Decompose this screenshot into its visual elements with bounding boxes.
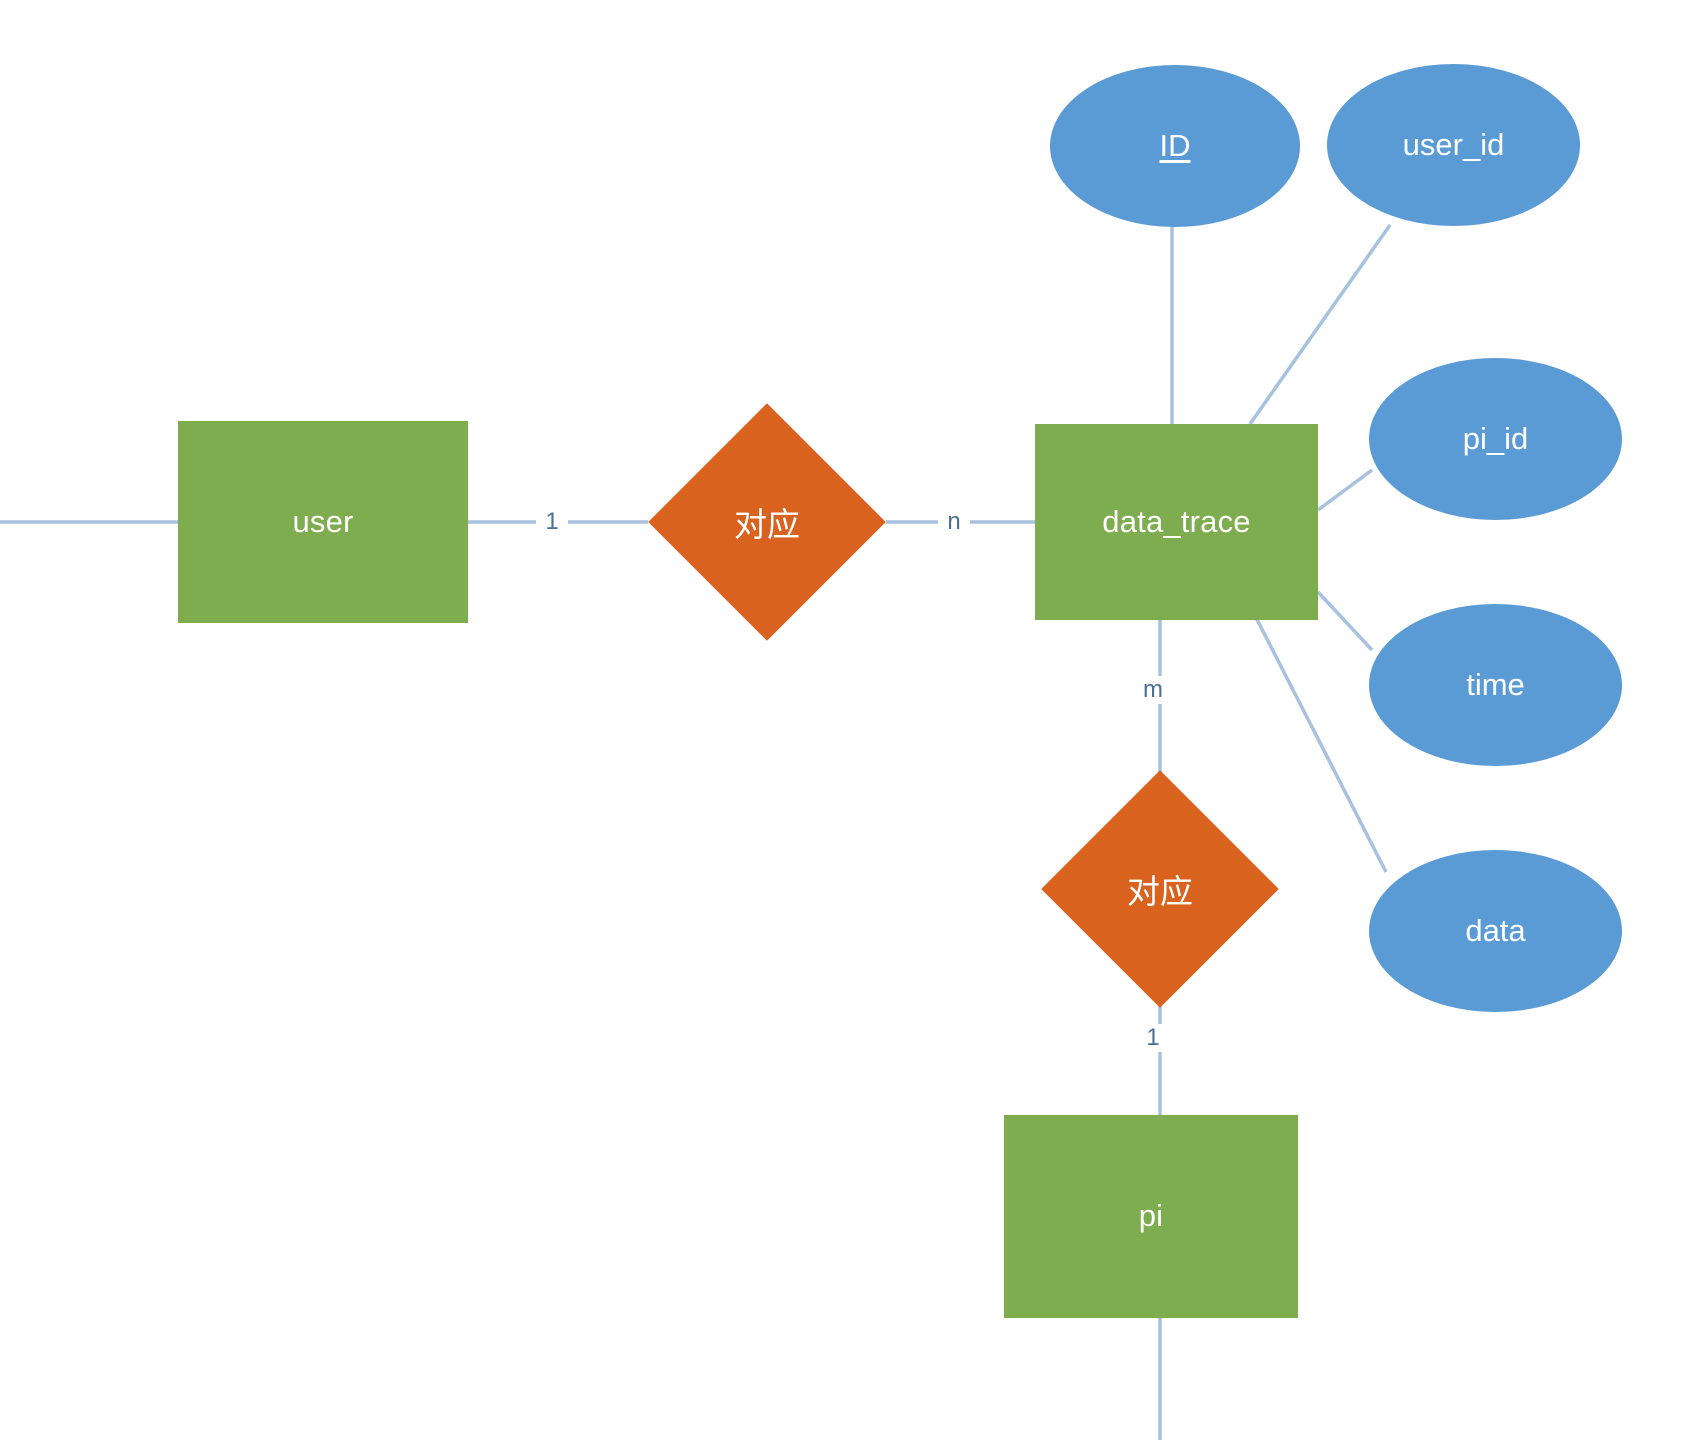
edge-user-id-to-data-trace (1248, 223, 1392, 426)
cardinality-pi-1-text: 1 (1146, 1024, 1160, 1051)
cardinality-pi-1: 1 (1137, 1024, 1169, 1052)
cardinality-data-trace-n-text: n (947, 508, 961, 535)
entity-pi[interactable]: pi (1004, 1115, 1298, 1318)
relationship-user-data-trace[interactable]: 对应 (648, 403, 886, 641)
attribute-time[interactable]: time (1369, 604, 1622, 766)
cardinality-user-1: 1 (536, 508, 568, 536)
edge-pi-id-to-data-trace (1316, 468, 1374, 512)
relationship-data-trace-pi-label: 对应 (1127, 872, 1193, 911)
edge-data-to-data-trace (1241, 591, 1388, 873)
attribute-user-id[interactable]: user_id (1327, 64, 1580, 226)
attribute-id[interactable]: ID (1050, 65, 1300, 227)
entity-user[interactable]: user (178, 421, 468, 623)
relationship-data-trace-pi[interactable]: 对应 (1041, 770, 1279, 1008)
cardinality-user-1-text: 1 (545, 508, 559, 535)
entity-data-trace[interactable]: data_trace (1035, 424, 1318, 620)
edge-time-to-data-trace (1316, 590, 1374, 652)
relationship-user-data-trace-label: 对应 (734, 505, 800, 544)
entity-user-label: user (292, 503, 354, 539)
cardinality-data-trace-m-text: m (1143, 676, 1163, 703)
attribute-data[interactable]: data (1369, 850, 1622, 1012)
cardinality-data-trace-n: n (938, 508, 970, 536)
attribute-time-label: time (1466, 666, 1525, 702)
attribute-pi-id-label: pi_id (1462, 420, 1529, 456)
attribute-user-id-label: user_id (1402, 126, 1505, 162)
entity-data-trace-label: data_trace (1102, 503, 1251, 539)
entity-pi-label: pi (1138, 1198, 1164, 1234)
attribute-data-label: data (1465, 912, 1526, 948)
attribute-id-label: ID (1159, 127, 1191, 163)
cardinality-data-trace-m: m (1137, 676, 1169, 704)
attribute-pi-id[interactable]: pi_id (1369, 358, 1622, 520)
